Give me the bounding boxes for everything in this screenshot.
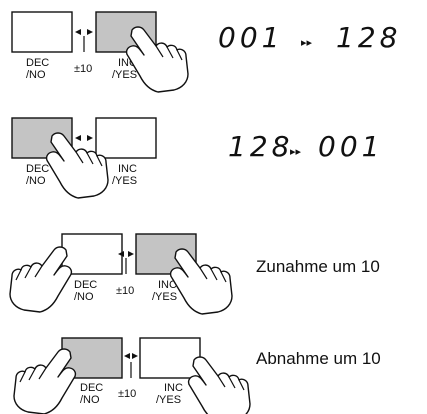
dec-no-button[interactable] [11, 11, 73, 53]
no-label: /NO [74, 291, 94, 303]
pointing-hand-left-icon [13, 348, 77, 414]
step-arrow-icon [75, 29, 93, 52]
increase-description: Zunahme um 10 [256, 257, 380, 276]
arrow-icon: ▸▸ [290, 146, 302, 158]
yes-label: /YES [156, 394, 181, 406]
inc-label: INC [118, 163, 137, 175]
display-to: 001 [318, 130, 383, 163]
display-from: 001 [218, 21, 283, 54]
no-label: /NO [26, 69, 46, 81]
step-label: ±10 [74, 63, 92, 75]
arrow-icon: ▸▸ [301, 37, 313, 49]
decrease-description: Abnahme um 10 [256, 349, 381, 368]
step-arrow-icon [118, 251, 134, 274]
dec-label: DEC [80, 382, 103, 394]
pointing-hand-right-icon [169, 248, 233, 315]
pointing-hand-right-icon [187, 356, 251, 414]
no-label: /NO [26, 175, 46, 187]
inc-label: INC [164, 382, 183, 394]
pointing-hand-icon [125, 26, 189, 93]
dec-no-button-pressed[interactable] [61, 233, 123, 275]
row-4: DEC /NO ±10 INC /YES Abnahme um 10 [13, 337, 381, 414]
pointing-hand-left-icon [9, 246, 73, 313]
inc-label: INC [158, 279, 177, 291]
dec-label: DEC [26, 57, 49, 69]
step-arrow-icon [124, 353, 138, 378]
dec-label: DEC [26, 163, 49, 175]
inc-yes-button[interactable] [95, 117, 157, 159]
dec-label: DEC [74, 279, 97, 291]
display-to: 128 [336, 21, 401, 54]
step-label: ±10 [116, 285, 134, 297]
step-label: ±10 [118, 388, 136, 400]
row-3: DEC /NO ±10 INC /YES Zunahme um 10 [9, 233, 380, 315]
no-label: /NO [80, 394, 100, 406]
display-from: 128 [228, 130, 293, 163]
step-arrow-icon [75, 135, 93, 141]
yes-label: /YES [152, 291, 177, 303]
inc-yes-button-pressed[interactable] [139, 337, 201, 379]
yes-label: /YES [112, 175, 137, 187]
yes-label: /YES [112, 69, 137, 81]
row-1: DEC /NO ±10 INC /YES 001 ▸▸ 128 [11, 11, 401, 93]
row-2: DEC /NO INC /YES 128 ▸▸ 001 [11, 117, 383, 199]
